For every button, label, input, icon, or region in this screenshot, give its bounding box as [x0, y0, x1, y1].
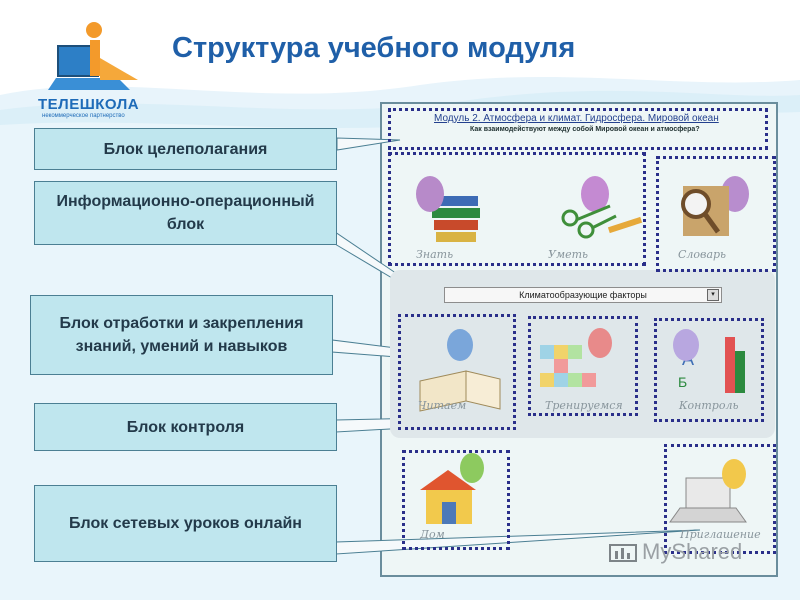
tile-skill-label[interactable]: Уметь	[548, 248, 588, 261]
label-goal-setting-text: Блок целеполагания	[103, 140, 268, 158]
tile-train-label[interactable]: Тренируемся	[545, 399, 623, 412]
books-icon	[432, 196, 480, 242]
middle-tiles-illustrations: A Б	[419, 328, 745, 412]
highlight-home	[402, 450, 510, 550]
tile-invite-label[interactable]: Приглашение	[680, 528, 761, 541]
laptop-logo-icon	[48, 22, 138, 90]
magnifier-icon	[681, 186, 729, 236]
label-practice-block: Блок отработки и закрепления знаний, уме…	[30, 295, 333, 375]
page-title: Структура учебного модуля	[172, 32, 576, 64]
topic-dropdown-value: Климатообразующие факторы	[519, 290, 647, 300]
pencil-icon	[607, 216, 643, 234]
highlight-train	[528, 316, 638, 416]
tile-dictionary-label[interactable]: Словарь	[678, 248, 727, 261]
svg-text:Б: Б	[678, 374, 687, 390]
myshared-logo-icon	[609, 544, 637, 562]
highlight-read	[398, 314, 516, 430]
label-goal-setting-block: Блок целеполагания	[34, 128, 337, 170]
label-control-text: Блок контроля	[126, 418, 245, 436]
tile-home-label[interactable]: Дом	[420, 528, 445, 541]
module-question: Как взаимодействуют между собой Мировой …	[470, 126, 700, 133]
tile-read-label[interactable]: Читаем	[418, 399, 467, 412]
label-info-operational-text: Информационно-операционный блок	[56, 193, 315, 233]
scissors-icon	[561, 204, 617, 239]
highlight-info-operational	[388, 152, 646, 266]
module-header-link[interactable]: Модуль 2. Атмосфера и климат. Гидросфера…	[434, 113, 719, 124]
label-info-operational-block: Информационно-операционный блок	[34, 181, 337, 245]
highlight-control	[654, 318, 764, 422]
logo-subtitle: некоммерческое партнерство	[42, 113, 125, 119]
laptop-icon	[669, 477, 747, 523]
highlight-dictionary	[656, 156, 776, 272]
crossword-icon	[540, 345, 596, 387]
logo-title: ТЕЛЕШКОЛА	[38, 96, 140, 113]
topic-dropdown[interactable]: Климатообразующие факторы ▾	[444, 287, 722, 303]
top-tiles-illustrations	[416, 176, 749, 242]
bottom-tiles-illustrations	[420, 453, 747, 524]
open-book-icon	[419, 370, 501, 412]
label-online-lessons-text: Блок сетевых уроков онлайн	[69, 515, 302, 532]
tile-control-label[interactable]: Контроль	[679, 399, 739, 412]
highlight-goal-setting	[388, 108, 768, 150]
chevron-down-icon[interactable]: ▾	[707, 289, 719, 301]
highlight-invite	[664, 444, 776, 554]
house-icon	[420, 470, 476, 524]
label-online-lessons-block: Блок сетевых уроков онлайн	[34, 485, 337, 562]
label-control-block: Блок контроля	[34, 403, 337, 451]
myshared-watermark: MyShared	[642, 539, 743, 564]
tile-know-label[interactable]: Знать	[416, 248, 454, 261]
label-practice-text: Блок отработки и закрепления знаний, уме…	[59, 315, 304, 355]
telescola-logo: ТЕЛЕШКОЛА некоммерческое партнерство	[38, 18, 168, 128]
